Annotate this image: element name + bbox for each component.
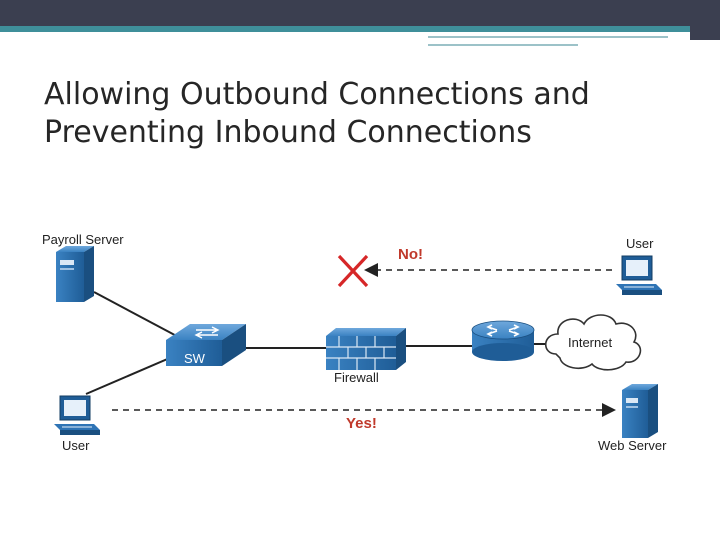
header-stripe: [428, 44, 578, 46]
user-bottom-label: User: [62, 438, 90, 453]
user-top-label: User: [626, 236, 654, 251]
network-diagram: Payroll Server User No! SW Firewall Inte…: [36, 226, 680, 462]
internet-label: Internet: [568, 335, 613, 350]
header-accent: [0, 26, 720, 32]
allowed-flow-label: Yes!: [346, 415, 377, 432]
header-band: [0, 0, 720, 26]
header-corner: [690, 0, 720, 40]
web-server-icon: [622, 384, 658, 438]
title-line-2: Preventing Inbound Connections: [44, 115, 532, 150]
firewall-icon: [326, 328, 406, 370]
blocked-x-icon: [337, 254, 369, 288]
router-icon: [471, 320, 535, 361]
user-workstation-bottom-icon: [54, 395, 100, 435]
slide-title: Allowing Outbound Connections and Preven…: [44, 76, 684, 152]
allowed-arrowhead: [602, 403, 616, 417]
web-server-label: Web Server: [598, 438, 667, 453]
switch-icon: [166, 324, 246, 366]
blocked-arrowhead: [364, 263, 378, 277]
header-stripe: [428, 36, 668, 38]
payroll-server-label: Payroll Server: [42, 232, 124, 247]
internet-cloud-icon: [544, 314, 642, 371]
user-workstation-top-icon: [616, 255, 662, 295]
firewall-label: Firewall: [334, 370, 379, 385]
blocked-flow-label: No!: [398, 246, 423, 263]
link-payroll-switch: [93, 291, 187, 342]
title-line-1: Allowing Outbound Connections and: [44, 77, 590, 112]
diagram-canvas: [54, 246, 662, 438]
switch-label: SW: [184, 351, 205, 366]
payroll-server-icon: [56, 246, 94, 302]
